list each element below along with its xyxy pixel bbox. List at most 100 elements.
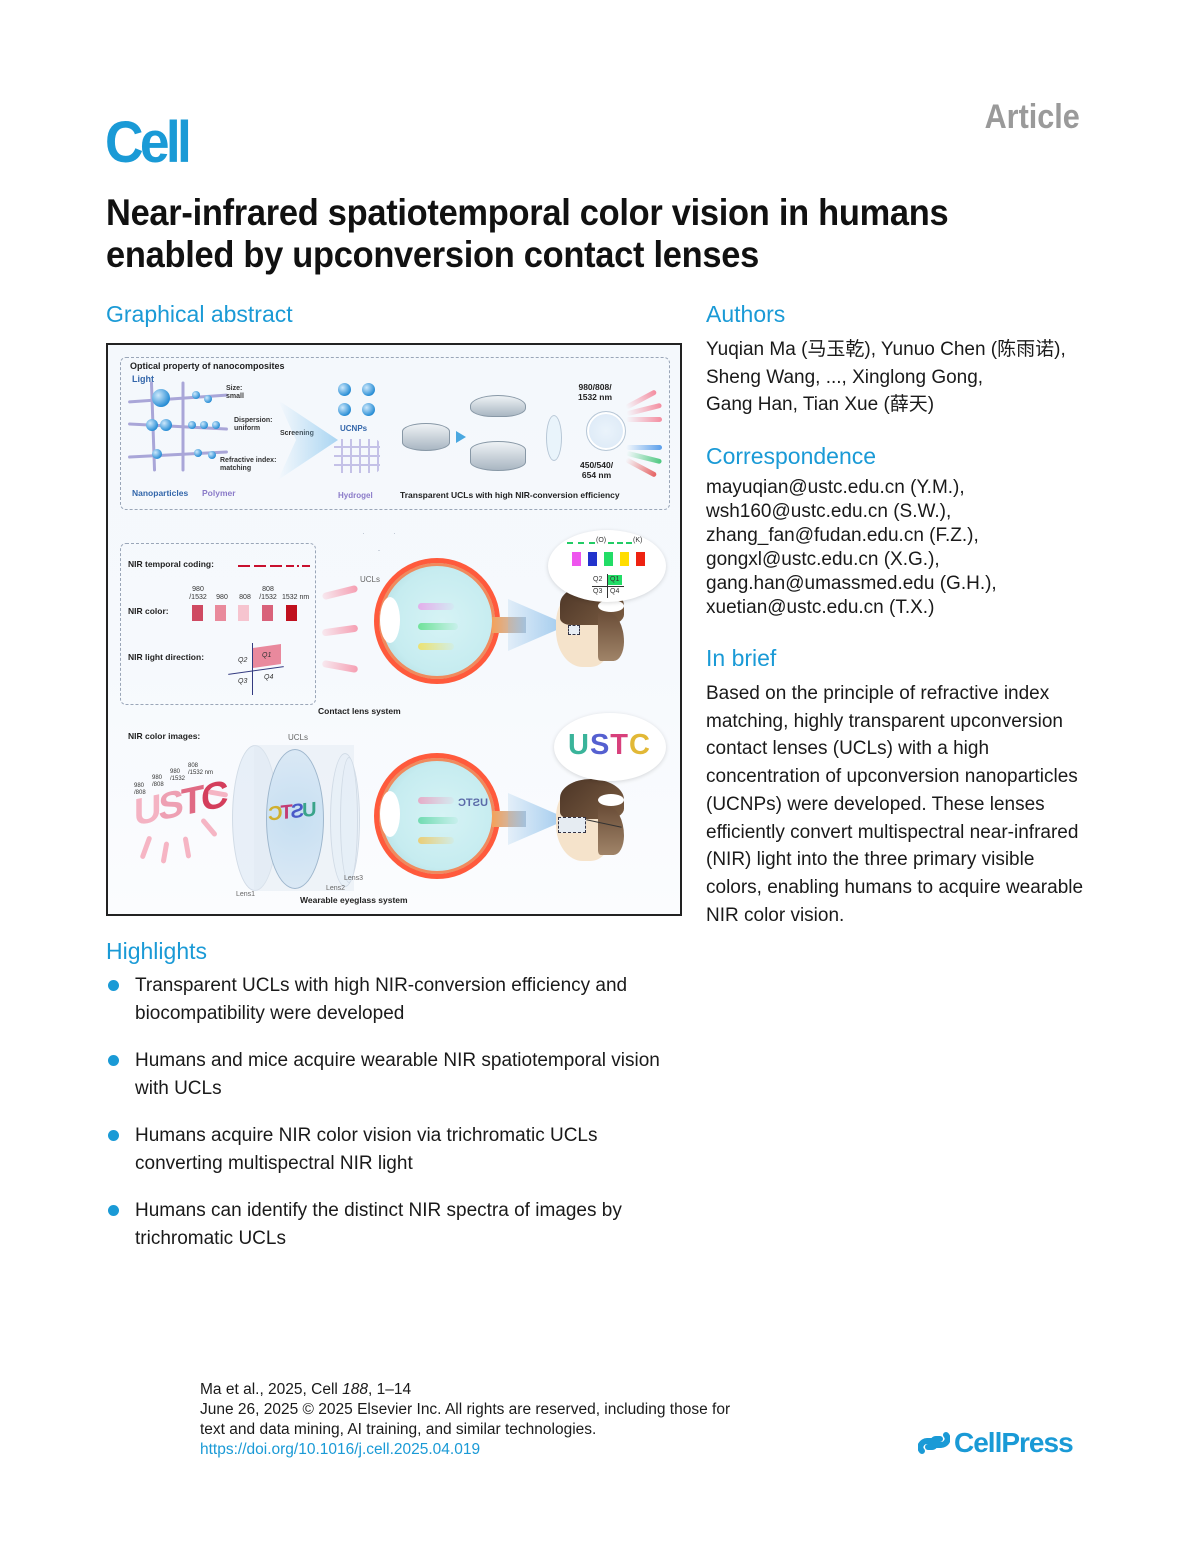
citation-line: Ma et al., 2025, Cell 188, 1–14	[200, 1381, 412, 1398]
wavelength-label-t: 980/1532	[170, 769, 186, 782]
panel1-caption: Transparent UCLs with high NIR-conversio…	[400, 490, 620, 500]
retina-beam-green	[418, 623, 458, 630]
highlight-item: Transparent UCLs with high NIR-conversio…	[106, 972, 686, 1028]
cellpress-wordmark: CellPress	[954, 1427, 1074, 1458]
mold-dish-icon	[402, 423, 450, 451]
bullet-icon	[108, 1130, 119, 1141]
highlights-heading: Highlights	[106, 938, 207, 964]
output-wavelengths: 450/540/654 nm	[580, 460, 614, 480]
eye-cross-section-2-icon	[374, 753, 500, 879]
wavelength-label-u: 980/808	[134, 783, 146, 796]
wavelength-label-c: 808/1532 nm	[188, 763, 214, 776]
retina-beam-teal	[418, 817, 458, 824]
highlights-list: Transparent UCLs with high NIR-conversio…	[106, 972, 686, 1272]
wavelength-label-s: 980/808	[152, 775, 164, 788]
ucls-label-glasses: UCLs	[288, 733, 309, 742]
highlight-item: Humans and mice acquire wearable NIR spa…	[106, 1047, 686, 1103]
author-line-2: Sheng Wang, ..., Xinglong Gong,	[706, 366, 984, 388]
email-link[interactable]: wsh160@ustc.edu.cn (S.W.),	[706, 501, 952, 522]
perceived-color-green	[604, 552, 613, 566]
retina-beam-violet	[418, 603, 454, 610]
lens-magnified-icon	[586, 411, 626, 451]
lens2-label: Lens2	[326, 885, 346, 892]
bullet-icon	[108, 980, 119, 991]
authors-heading: Authors	[706, 301, 786, 327]
panel1-title: Optical property of nanocomposites	[130, 361, 285, 371]
visual-cone-icon	[508, 599, 556, 651]
ustc-mirrored-image: USTC	[270, 798, 317, 826]
refractive-index-label: Refractive index:matching	[220, 457, 277, 473]
highlight-item: Humans can identify the distinct NIR spe…	[106, 1197, 686, 1253]
input-wavelengths: 980/808/1532 nm	[578, 382, 613, 402]
graphical-abstract-heading: Graphical abstract	[106, 301, 293, 327]
author-list: Yuqian Ma (马玉乾), Yunuo Chen (陈雨诺), Sheng…	[706, 336, 1096, 419]
size-label: Size:small	[226, 385, 244, 401]
temporal-coding-label: NIR temporal coding:	[128, 559, 214, 569]
nanocomposite-panel	[120, 357, 670, 510]
perceived-color-yellow	[620, 552, 629, 566]
article-type-label: Article	[984, 98, 1080, 136]
light-direction-label: NIR light direction:	[128, 652, 205, 662]
cellpress-link-icon	[918, 1432, 950, 1454]
ucls-label-eye: UCLs	[360, 575, 381, 584]
mold-base-icon	[470, 441, 526, 471]
arrow-right-icon	[456, 431, 466, 443]
nanoparticles-label: Nanoparticles	[132, 488, 189, 498]
thought-bubble-color	[554, 713, 666, 781]
perceived-color-magenta	[572, 552, 581, 566]
panel2-caption: Contact lens system	[318, 706, 401, 716]
highlight-item: Humans acquire NIR color vision via tric…	[106, 1122, 686, 1178]
copyright-line-1: June 26, 2025 © 2025 Elsevier Inc. All r…	[200, 1401, 731, 1418]
nir-color-images-label: NIR color images:	[128, 731, 201, 741]
lens3-label: Lens3	[344, 875, 364, 882]
ucnps-label: UCNPs	[340, 424, 368, 433]
visual-cone-2-icon	[508, 793, 556, 845]
panel3-caption: Wearable eyeglass system	[300, 895, 408, 905]
copyright-line-2: text and data mining, AI training, and s…	[200, 1421, 597, 1438]
title-line-1: Near-infrared spatiotemporal color visio…	[106, 192, 949, 233]
hydrogel-mesh-icon	[334, 439, 380, 473]
bullet-icon	[108, 1055, 119, 1066]
nir-color-swatch-980	[215, 605, 226, 621]
cellpress-logo: CellPress	[918, 1427, 1074, 1459]
email-link[interactable]: gongxl@ustc.edu.cn (X.G.),	[706, 549, 940, 570]
correspondence-list: mayuqian@ustc.edu.cn (Y.M.), wsh160@ustc…	[706, 476, 997, 620]
swatch-1-label: 980/1532	[189, 586, 207, 602]
dispersion-label: Dispersion:uniform	[234, 417, 273, 433]
light-label: Light	[132, 374, 154, 384]
title-line-2: enabled by upconversion contact lenses	[106, 234, 759, 275]
email-link[interactable]: gang.han@umassmed.edu (G.H.),	[706, 573, 997, 594]
in-brief-text: Based on the principle of refractive ind…	[706, 683, 1084, 926]
eye-lens-2-icon	[380, 791, 400, 837]
swatch-3-label: 808	[239, 594, 251, 601]
eyeglass-lens3-icon	[340, 757, 358, 883]
correspondence-heading: Correspondence	[706, 443, 877, 469]
email-link[interactable]: xuetian@ustc.edu.cn (T.X.)	[706, 597, 935, 618]
mold-lid-icon	[470, 395, 526, 417]
ucls-lens-icon	[266, 749, 324, 889]
bullet-icon	[108, 1205, 119, 1216]
nir-color-swatch-808-1532	[262, 605, 273, 621]
lens1-label: Lens1	[236, 891, 256, 898]
swatch-2-label: 980	[216, 594, 228, 601]
swatch-4-label: 808/1532	[259, 586, 277, 602]
retina-beam-yellow	[418, 643, 454, 650]
author-line-3: Gang Han, Tian Xue (薛天)	[706, 394, 935, 415]
article-title: Near-infrared spatiotemporal color visio…	[106, 192, 1027, 276]
perceived-color-blue	[588, 552, 597, 566]
graphical-abstract-figure: Optical property of nanocomposites Light…	[106, 343, 682, 916]
nir-coding-panel	[120, 543, 316, 705]
perceived-color-red	[636, 552, 645, 566]
email-link[interactable]: mayuqian@ustc.edu.cn (Y.M.),	[706, 477, 965, 498]
email-link[interactable]: zhang_fan@fudan.edu.cn (F.Z.),	[706, 525, 979, 546]
polymer-label: Polymer	[202, 488, 236, 498]
ustc-nir-image: USTC	[134, 773, 226, 835]
down-arrow-icon	[363, 511, 395, 551]
eye-lens-icon	[380, 597, 400, 643]
retina-beam-pink	[418, 797, 454, 804]
citation-footer: Ma et al., 2025, Cell 188, 1–14 June 26,…	[200, 1380, 730, 1460]
contact-lens-icon	[546, 415, 562, 461]
nir-color-swatch-1532	[286, 605, 297, 621]
author-line-1: Yuqian Ma (马玉乾), Yunuo Chen (陈雨诺),	[706, 339, 1066, 360]
doi-link[interactable]: https://doi.org/10.1016/j.cell.2025.04.0…	[200, 1441, 481, 1458]
